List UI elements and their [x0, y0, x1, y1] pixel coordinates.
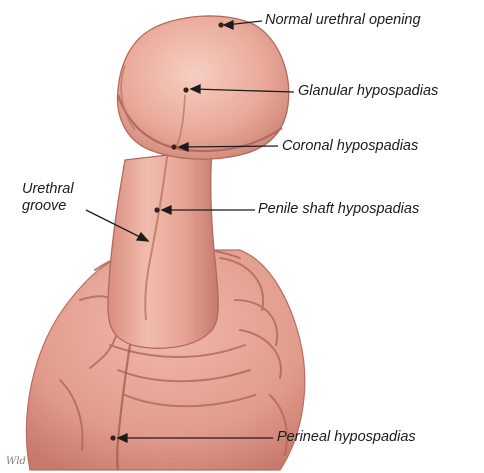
- label-perineal-hypospadias: Perineal hypospadias: [277, 430, 416, 445]
- dot-glanular: [183, 87, 188, 92]
- label-normal-urethral-opening: Normal urethral opening: [265, 13, 421, 28]
- dot-coronal: [171, 144, 176, 149]
- artist-signature: Wld: [6, 456, 26, 467]
- dot-perineal: [110, 435, 115, 440]
- dot-penile-shaft: [154, 207, 159, 212]
- label-coronal-hypospadias: Coronal hypospadias: [282, 139, 418, 154]
- label-glanular-hypospadias: Glanular hypospadias: [298, 84, 438, 99]
- label-penile-shaft-hypospadias: Penile shaft hypospadias: [258, 202, 419, 217]
- label-urethral-groove: Urethral groove: [22, 181, 74, 214]
